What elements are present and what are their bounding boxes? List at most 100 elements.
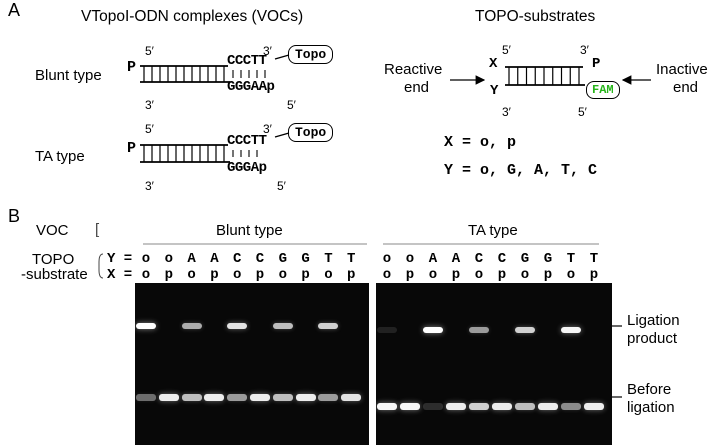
blunt-lane-y-6: C [255, 251, 265, 267]
ta-lane-x-9: o [566, 267, 576, 283]
inactive-end-label-2: end [673, 79, 699, 96]
ta-lane-x-10: p [589, 267, 599, 283]
blunt-lane-x-3: o [187, 267, 196, 283]
vocs-title: VTopoI-ODN complexes (VOCs) [81, 8, 304, 25]
ta-top-3prime: 3′ [263, 122, 272, 136]
ta-lane-y-1: o [382, 251, 392, 267]
ta-ligation-band-5 [469, 327, 489, 333]
substrate-top-3prime: 3′ [580, 43, 589, 57]
ta-group-label: TA type [468, 222, 518, 239]
ta-lane-y-3: A [428, 251, 438, 267]
ligation-product-label-1: Ligation [627, 312, 680, 329]
blunt-substrate-band-9 [318, 394, 339, 401]
ta-lane-x-1: o [382, 267, 392, 283]
blunt-substrate-band-3 [181, 394, 202, 401]
ta-bottom-3prime: 3′ [145, 179, 154, 193]
blunt-group-label: Blunt type [216, 222, 283, 239]
substrate-top-5prime: 5′ [502, 43, 511, 57]
blunt-p-label: P [127, 59, 137, 76]
blunt-substrate-band-1 [136, 394, 156, 401]
blunt-lane-x-8: p [301, 267, 310, 283]
substrate-bottom-3prime: 3′ [502, 105, 511, 119]
blunt-lane-x-10: p [346, 267, 356, 283]
reactive-end-label-1: Reactive [384, 61, 443, 78]
y-equation: Y = o, G, A, T, C [444, 162, 598, 179]
ta-ligation-band-3 [423, 327, 443, 333]
ta-lane-y-4: A [451, 251, 461, 267]
substrate-bottom-5prime: 5′ [578, 105, 587, 119]
ligation-product-label-2: product [627, 330, 678, 347]
ta-substrate-band-3 [423, 403, 443, 410]
panel-b-letter: B [8, 206, 21, 226]
blunt-bottom-sequence: GGGAAp [227, 79, 275, 95]
ta-substrate-band-5 [469, 403, 489, 410]
blunt-lane-x-7: o [278, 267, 287, 283]
ta-top-sequence: CCCTT [227, 133, 267, 149]
blunt-lane-y-9: T [324, 251, 333, 267]
ta-ligation-band-1 [377, 327, 397, 333]
reactive-end-label-2: end [404, 79, 430, 96]
ta-lane-y-6: C [497, 251, 507, 267]
ta-lane-y-7: G [520, 251, 530, 267]
ta-lane-y-2: o [405, 251, 415, 267]
blunt-ligation-band-7 [272, 323, 293, 329]
blunt-lane-x-9: o [324, 267, 333, 283]
topo-substrates-title: TOPO-substrates [475, 8, 596, 25]
blunt-lane-x-5: o [232, 267, 242, 283]
topo-substrate-brace [98, 253, 104, 279]
topo-substrate-label-2: -substrate [21, 266, 88, 283]
ta-bottom-5prime: 5′ [277, 179, 286, 193]
ta-lane-x-3: o [428, 267, 438, 283]
ta-ligation-band-9 [561, 327, 581, 333]
blunt-substrate-band-8 [295, 394, 316, 401]
blunt-ligation-band-5 [227, 323, 248, 329]
ta-substrate-band-4 [446, 403, 466, 410]
ta-lane-y-8: G [543, 251, 553, 267]
before-ligation-label-1: Before [627, 381, 672, 398]
substrate-p-label: P [592, 56, 601, 72]
ta-lane-y-9: T [566, 251, 576, 267]
blunt-top-5prime: 5′ [145, 44, 154, 58]
blunt-lane-y-7: G [278, 251, 287, 267]
x-row-prefix: X = [107, 267, 133, 283]
ta-topo-box: Topo [288, 123, 334, 142]
blunt-bottom-5prime: 5′ [287, 98, 296, 112]
ta-lane-x-2: p [405, 267, 415, 283]
blunt-lane-y-10: T [346, 251, 356, 267]
ta-lane-x-8: p [543, 267, 553, 283]
blunt-substrate-band-7 [272, 394, 293, 401]
blunt-lane-y-1: o [141, 251, 151, 267]
blunt-bottom-3prime: 3′ [145, 98, 154, 112]
blunt-topo-connector [274, 54, 290, 60]
blunt-substrate-band-6 [250, 394, 270, 401]
ta-lane-y-10: T [589, 251, 599, 267]
blunt-ligation-band-9 [318, 323, 339, 329]
ta-substrate-band-7 [515, 403, 535, 410]
ta-lane-x-7: o [520, 267, 530, 283]
blunt-lane-x-2: p [164, 267, 173, 283]
blunt-lane-x-6: p [255, 267, 265, 283]
blunt-lane-x-4: p [210, 267, 219, 283]
ta-bottom-sequence: GGGAp [227, 160, 267, 176]
ta-substrate-band-2 [400, 403, 420, 410]
ta-substrate-band-9 [561, 403, 581, 410]
blunt-top-sequence: CCCTT [227, 53, 267, 69]
x-equation: X = o, p [444, 134, 517, 151]
voc-bracket: [ [95, 221, 100, 238]
ta-lane-x-4: p [451, 267, 461, 283]
topo-substrate-label-1: TOPO [32, 251, 75, 268]
ta-gel [376, 283, 612, 445]
blunt-substrate-band-5 [227, 394, 248, 401]
blunt-lane-y-4: A [210, 251, 219, 267]
ta-substrate-band-6 [492, 403, 512, 410]
before-ligation-label-2: ligation [627, 399, 675, 416]
y-row-prefix: Y = [107, 251, 133, 267]
ta-substrate-band-10 [584, 403, 604, 410]
voc-label: VOC [36, 222, 69, 239]
blunt-lane-y-2: o [164, 251, 173, 267]
blunt-type-label: Blunt type [35, 67, 102, 84]
ta-top-5prime: 5′ [145, 122, 154, 136]
fam-box: FAM [586, 81, 620, 99]
